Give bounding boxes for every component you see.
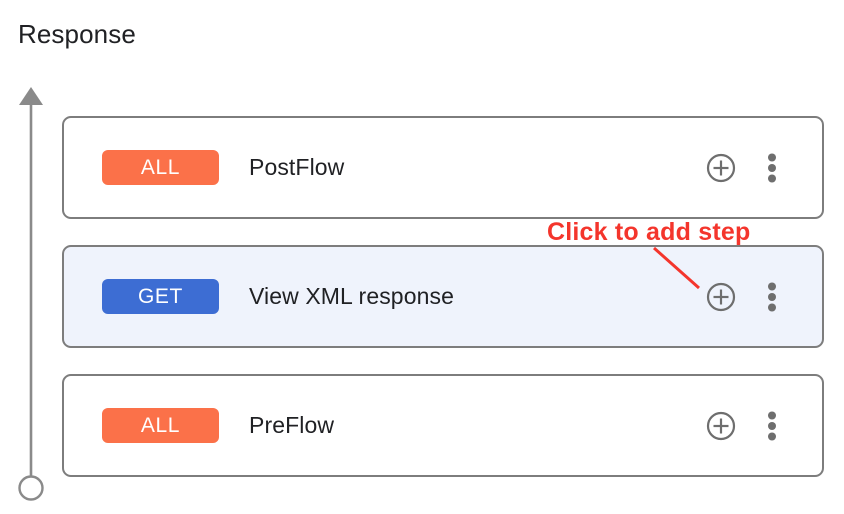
page-title: Response [18, 19, 136, 49]
method-badge-all: ALL [102, 408, 219, 443]
flow-axis-graphic [18, 87, 44, 501]
kebab-menu-icon[interactable] [758, 152, 786, 184]
step-label-postflow: PostFlow [249, 154, 345, 180]
flow-direction-axis [8, 84, 56, 504]
row-actions [706, 281, 786, 313]
step-row-preflow[interactable]: ALL PreFlow [62, 374, 824, 477]
plus-circle-icon[interactable] [706, 411, 736, 441]
step-row-view-xml-response[interactable]: GET View XML response [62, 245, 824, 348]
step-row-postflow[interactable]: ALL PostFlow [62, 116, 824, 219]
plus-circle-icon[interactable] [706, 153, 736, 183]
plus-circle-icon[interactable] [706, 282, 736, 312]
method-badge-all: ALL [102, 150, 219, 185]
flow-step-list: ALL PostFlow GET View XML response [62, 116, 824, 503]
flow-axis-start-circle-icon [18, 475, 44, 501]
row-actions [706, 152, 786, 184]
flow-axis-arrowhead-icon [19, 87, 43, 105]
kebab-menu-icon[interactable] [758, 410, 786, 442]
step-label-preflow: PreFlow [249, 412, 335, 438]
row-actions [706, 410, 786, 442]
step-label-view-xml-response: View XML response [249, 283, 454, 309]
method-badge-get: GET [102, 279, 219, 314]
kebab-menu-icon[interactable] [758, 281, 786, 313]
